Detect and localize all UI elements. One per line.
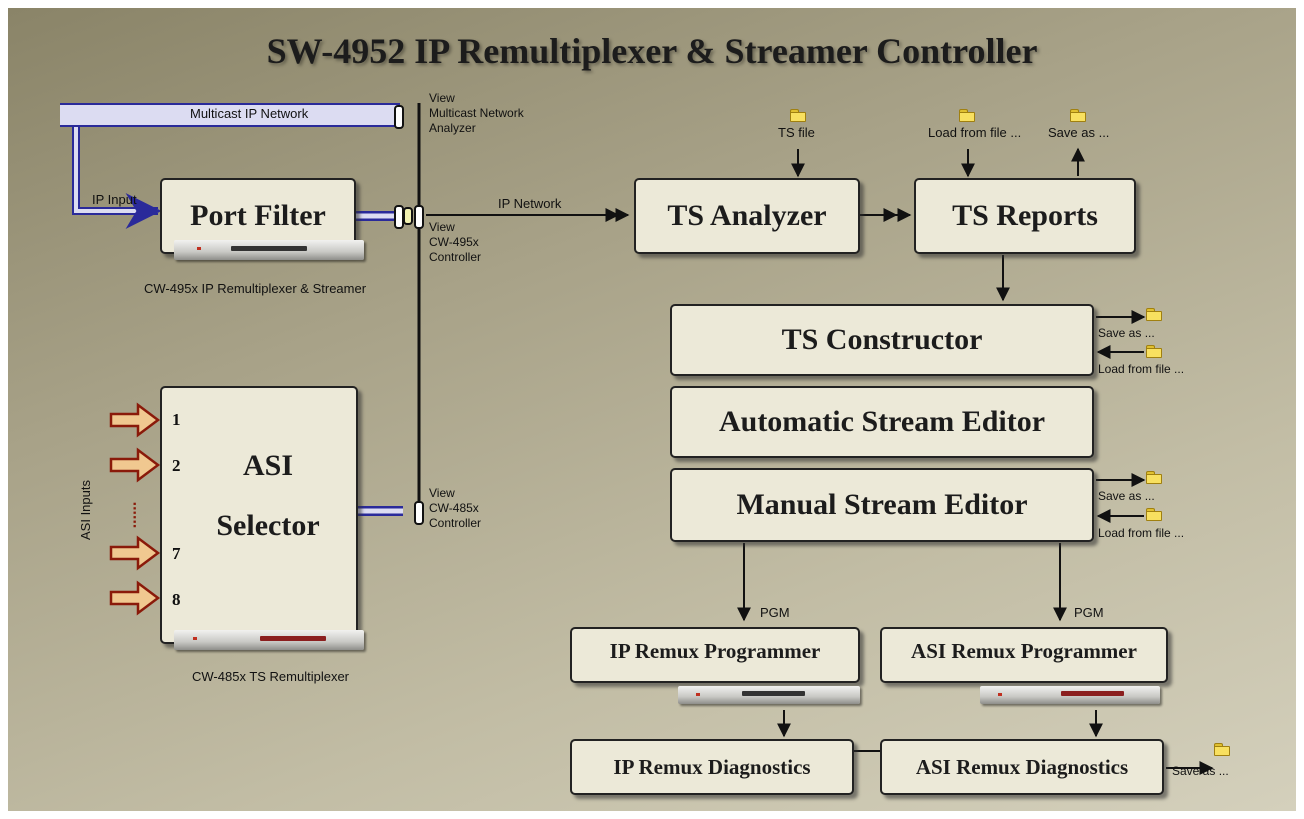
diagram-canvas: SW-4952 IP Remultiplexer & Streamer Cont… [8,8,1296,811]
diagnostics-save-label[interactable]: Save as ... [1172,764,1229,778]
asi-input-number-8: 8 [172,590,181,609]
multicast-analyzer-port[interactable] [394,105,404,129]
cw495-port-mid[interactable] [403,207,413,225]
asi-programmer-device-image [980,686,1160,704]
asi-inputs-label: ASI Inputs [77,480,93,540]
reports-save-label[interactable]: Save as ... [1048,125,1110,140]
asi-pgm-label: PGM [1074,605,1104,620]
constructor-save-folder-icon[interactable] [1146,308,1162,321]
cw495-port-right[interactable] [414,205,424,229]
asi-selector-box[interactable] [160,386,358,644]
ts-reports-box[interactable]: TS Reports [914,178,1136,254]
asi-input-arrow-8 [109,580,161,616]
asi-input-arrow-1 [109,402,161,438]
constructor-load-folder-icon[interactable] [1146,345,1162,358]
asi-input-arrow-2 [109,447,161,483]
constructor-load-label[interactable]: Load from file ... [1098,362,1185,376]
cw495x-device-caption: CW-495x IP Remultiplexer & Streamer [144,281,367,296]
cw485-port[interactable] [414,501,424,525]
ip-remux-programmer-box[interactable]: IP Remux Programmer [570,627,860,683]
manual-load-folder-icon[interactable] [1146,508,1162,521]
view-cw495-controller-link[interactable]: View CW-495x Controller [429,220,482,264]
ts-file-label[interactable]: TS file [778,125,815,140]
ts-file-folder-icon[interactable] [790,109,806,122]
manual-save-folder-icon[interactable] [1146,471,1162,484]
asi-inputs-ellipsis: ...... [129,501,147,529]
asi-input-number-2: 2 [172,456,181,475]
ip-remux-diagnostics-box[interactable]: IP Remux Diagnostics [570,739,854,795]
connector-layer [72,103,1214,775]
reports-load-label[interactable]: Load from file ... [928,125,1022,140]
cw495x-device-image [174,240,364,260]
reports-load-folder-icon[interactable] [959,109,975,122]
reports-save-folder-icon[interactable] [1070,109,1086,122]
asi-remux-programmer-box[interactable]: ASI Remux Programmer [880,627,1168,683]
ip-network-label: IP Network [498,196,562,211]
ip-pgm-label: PGM [760,605,790,620]
automatic-stream-editor-box[interactable]: Automatic Stream Editor [670,386,1094,458]
diagnostics-save-folder-icon[interactable] [1214,743,1230,756]
view-cw485-controller-link[interactable]: View CW-485x Controller [429,486,482,530]
cw485x-device-image [174,630,364,650]
asi-input-arrows [109,402,161,616]
asi-selector-label: ASI Selector [216,449,320,542]
asi-input-number-7: 7 [172,544,181,563]
ts-constructor-box[interactable]: TS Constructor [670,304,1094,376]
ip-input-label: IP Input [92,192,137,207]
manual-stream-editor-box[interactable]: Manual Stream Editor [670,468,1094,542]
asi-remux-diagnostics-box[interactable]: ASI Remux Diagnostics [880,739,1164,795]
cw485x-device-caption: CW-485x TS Remultiplexer [192,669,350,684]
multicast-network-label: Multicast IP Network [190,106,309,121]
multicast-network-band[interactable] [60,103,400,127]
asi-input-number-1: 1 [172,410,181,429]
view-multicast-analyzer-link[interactable]: View Multicast Network Analyzer [429,91,524,135]
page-title: SW-4952 IP Remultiplexer & Streamer Cont… [266,31,1038,71]
manual-save-label[interactable]: Save as ... [1098,489,1155,503]
asi-input-arrow-7 [109,535,161,571]
constructor-save-label[interactable]: Save as ... [1098,326,1155,340]
ip-programmer-device-image [678,686,860,704]
manual-load-label[interactable]: Load from file ... [1098,526,1185,540]
ts-analyzer-box[interactable]: TS Analyzer [634,178,860,254]
